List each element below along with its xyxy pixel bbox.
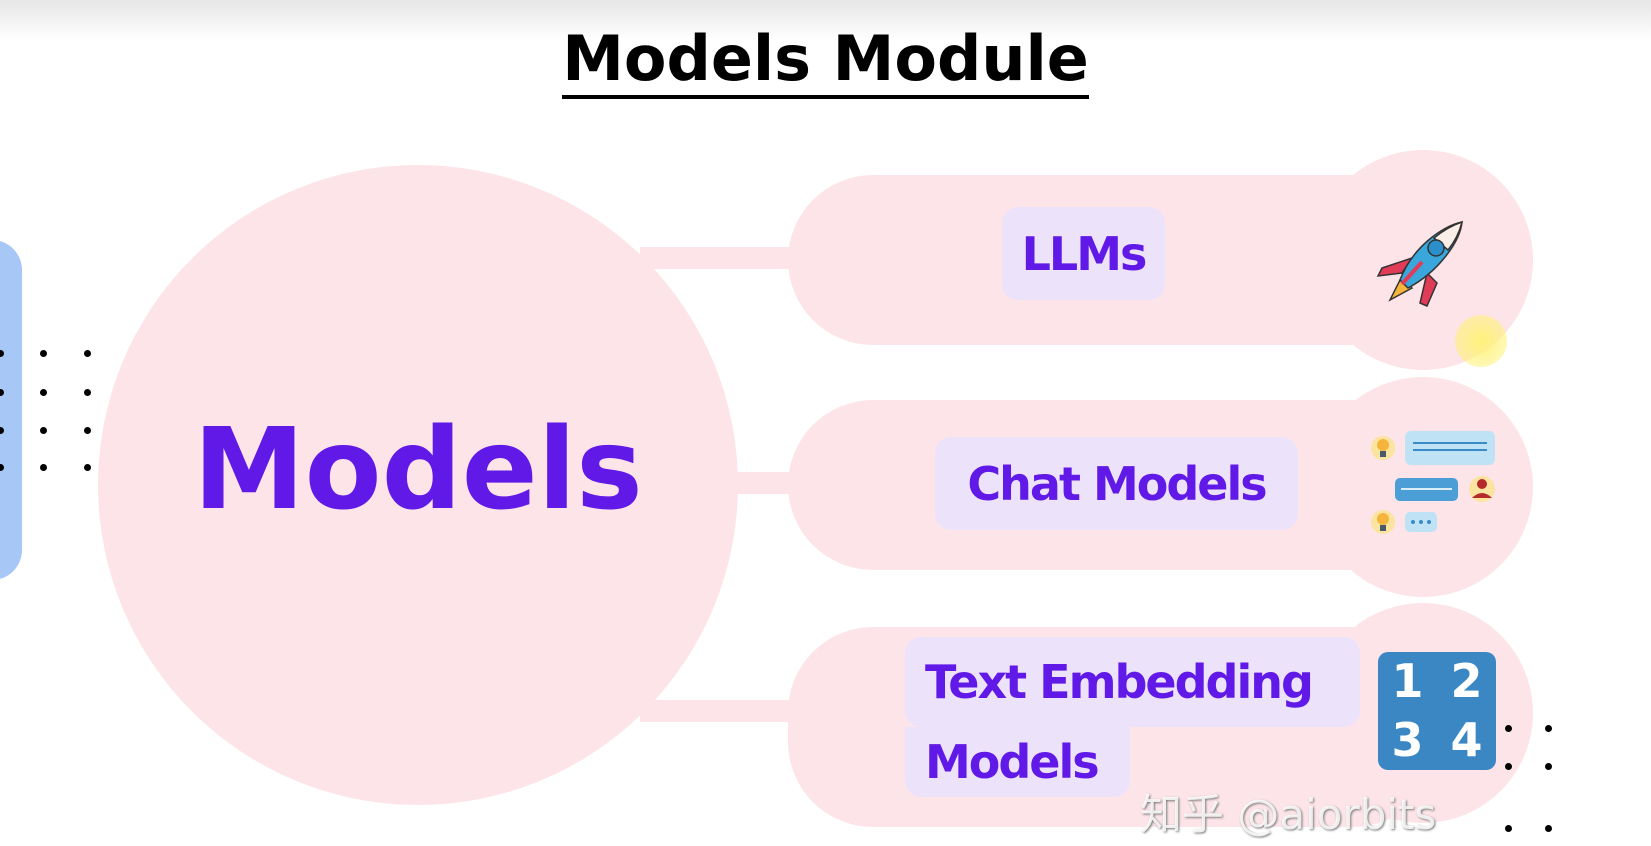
models-circle xyxy=(98,165,738,805)
text-embedding-label-line1: Text Embedding xyxy=(905,637,1360,727)
dot xyxy=(0,427,4,434)
dot xyxy=(84,389,91,396)
dot xyxy=(1505,825,1512,832)
connector-llms xyxy=(640,247,800,269)
rocket-icon xyxy=(1376,220,1464,307)
dot xyxy=(1505,725,1512,732)
dot xyxy=(0,464,4,471)
llms-label: LLMs xyxy=(1002,207,1165,300)
dot xyxy=(40,427,47,434)
dot xyxy=(84,464,91,471)
left-blue-panel xyxy=(0,240,22,580)
connector-embedding xyxy=(640,700,800,722)
text-embedding-label-line2: Models xyxy=(905,727,1130,797)
dot xyxy=(1545,725,1552,732)
dot xyxy=(40,464,47,471)
cursor-highlight xyxy=(1455,315,1507,367)
dot xyxy=(40,389,47,396)
dot xyxy=(0,350,4,357)
dot xyxy=(0,389,4,396)
dot xyxy=(40,350,47,357)
number-grid-icon: 1 2 3 4 xyxy=(1378,652,1496,770)
top-shade xyxy=(0,0,1651,40)
watermark: 知乎 @aiorbits xyxy=(1140,790,1437,839)
models-label: Models xyxy=(193,405,643,535)
dot xyxy=(1545,763,1552,770)
chat-models-label: Chat Models xyxy=(935,437,1298,530)
dot xyxy=(84,427,91,434)
dot xyxy=(1545,825,1552,832)
chat-bubbles-icon xyxy=(1371,431,1495,534)
page-title: Models Module xyxy=(0,22,1651,99)
dot xyxy=(1505,763,1512,770)
dot xyxy=(84,350,91,357)
